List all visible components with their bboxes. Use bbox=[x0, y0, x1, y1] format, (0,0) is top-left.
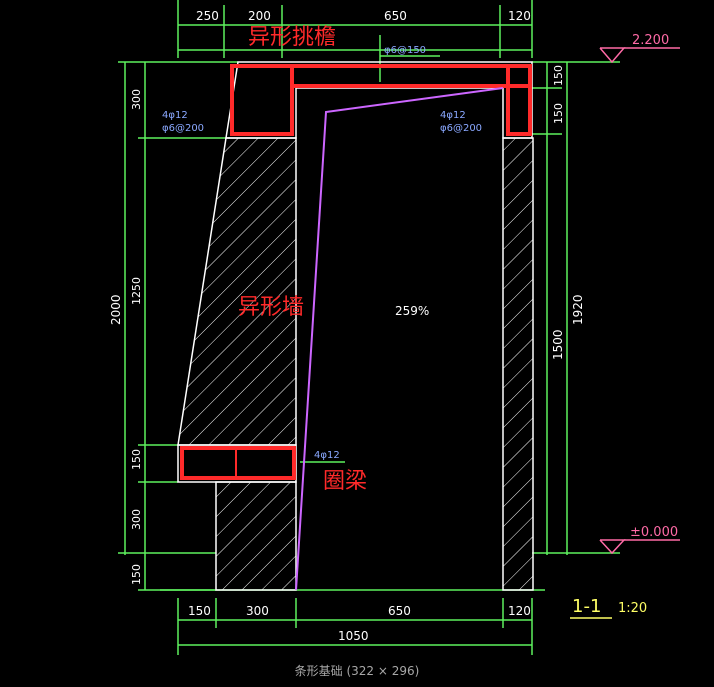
dim-right-outer: 1920 bbox=[571, 294, 585, 325]
elevation-markers bbox=[599, 47, 680, 555]
section-title: 1-1 bbox=[572, 596, 601, 617]
dim-left-inner-3: 300 bbox=[130, 509, 143, 530]
eave-label: 异形挑檐 bbox=[248, 25, 336, 50]
zoom-level: 259% bbox=[395, 304, 430, 318]
ring-beam-label: 圈梁 bbox=[323, 469, 367, 494]
finish-line bbox=[295, 87, 504, 591]
rebar-note-4: φ6@200 bbox=[440, 123, 482, 134]
eave-beam bbox=[225, 61, 533, 139]
rebar-note-3: 4φ12 bbox=[440, 110, 466, 121]
dim-top-3: 120 bbox=[508, 9, 531, 23]
rebar-note-0: φ6@150 bbox=[384, 45, 426, 56]
dim-left-inner-4: 150 bbox=[130, 564, 143, 585]
ring-beam bbox=[177, 444, 297, 483]
section-scale: 1:20 bbox=[618, 601, 647, 616]
rebar-note-1: 4φ12 bbox=[162, 110, 188, 121]
dim-bottom-0: 150 bbox=[188, 604, 211, 618]
dim-bottom-1: 300 bbox=[246, 604, 269, 618]
dim-top-0: 250 bbox=[196, 9, 219, 23]
wall-label: 异形墙 bbox=[238, 295, 304, 320]
rebar-note-5: 4φ12 bbox=[314, 450, 340, 461]
image-caption: 条形基础 (322 × 296) bbox=[294, 664, 420, 678]
dim-right-inner-1: 150 bbox=[552, 103, 565, 124]
dim-bottom-2: 650 bbox=[388, 604, 411, 618]
dim-bottom-total: 1050 bbox=[338, 629, 369, 643]
dim-right-span: 1500 bbox=[551, 329, 565, 360]
dim-right-inner-0: 150 bbox=[552, 65, 565, 86]
elevation-ground-label: ±0.000 bbox=[630, 525, 678, 540]
dim-left-outer: 2000 bbox=[109, 294, 123, 325]
dim-left-inner-2: 150 bbox=[130, 449, 143, 470]
drawing-text: 异形挑檐 异形墙 圈梁 2.200 ±0.000 1-1 1:20 250 20… bbox=[109, 9, 678, 643]
dim-top-1: 200 bbox=[248, 9, 271, 23]
wall-hatching bbox=[177, 137, 534, 591]
dimension-lines bbox=[118, 0, 620, 655]
rebar-note-2: φ6@200 bbox=[162, 123, 204, 134]
dim-top-2: 650 bbox=[384, 9, 407, 23]
dim-left-inner-0: 300 bbox=[130, 89, 143, 110]
dim-bottom-3: 120 bbox=[508, 604, 531, 618]
dim-left-inner-1: 1250 bbox=[130, 277, 143, 305]
elevation-top-label: 2.200 bbox=[632, 33, 669, 48]
